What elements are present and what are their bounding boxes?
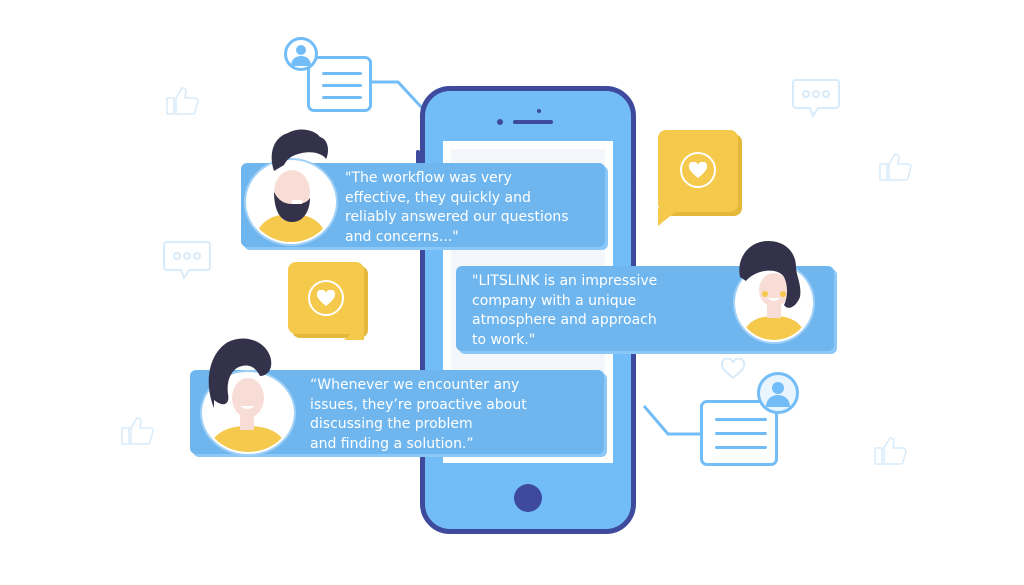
phone-home-button — [514, 484, 542, 512]
chat-dots-icon — [792, 79, 840, 118]
hair — [271, 129, 328, 171]
hair — [208, 338, 272, 408]
heart-card-icon — [288, 262, 364, 340]
connector-line — [370, 80, 426, 112]
user-message-card-icon — [307, 56, 372, 112]
thumbs-up-icon — [874, 437, 907, 465]
bearded-man-avatar — [246, 160, 336, 244]
thumbs-up-icon — [121, 417, 154, 445]
heart-outline-icon — [720, 358, 746, 380]
chat-dots-icon — [163, 241, 211, 280]
testimonial-text: "The workflow was very effective, they q… — [345, 170, 569, 245]
testimonial-text: "LITSLINK is an impressive company with … — [472, 273, 658, 348]
user-icon — [757, 372, 799, 414]
thumbs-up-icon — [166, 87, 199, 115]
testimonial-text: “Whenever we encounter any issues, they’… — [310, 377, 527, 452]
thumbs-up-icon — [879, 153, 912, 181]
user-message-card-icon — [700, 400, 778, 466]
phone-side-button — [416, 150, 420, 164]
heart-card-icon — [658, 130, 738, 226]
user-icon — [284, 37, 318, 71]
phone-sensor — [537, 109, 541, 113]
phone-side-button — [632, 176, 636, 198]
phone-camera — [497, 119, 503, 125]
hair — [739, 241, 801, 308]
phone-speaker — [513, 120, 553, 124]
connector-line — [642, 405, 704, 436]
